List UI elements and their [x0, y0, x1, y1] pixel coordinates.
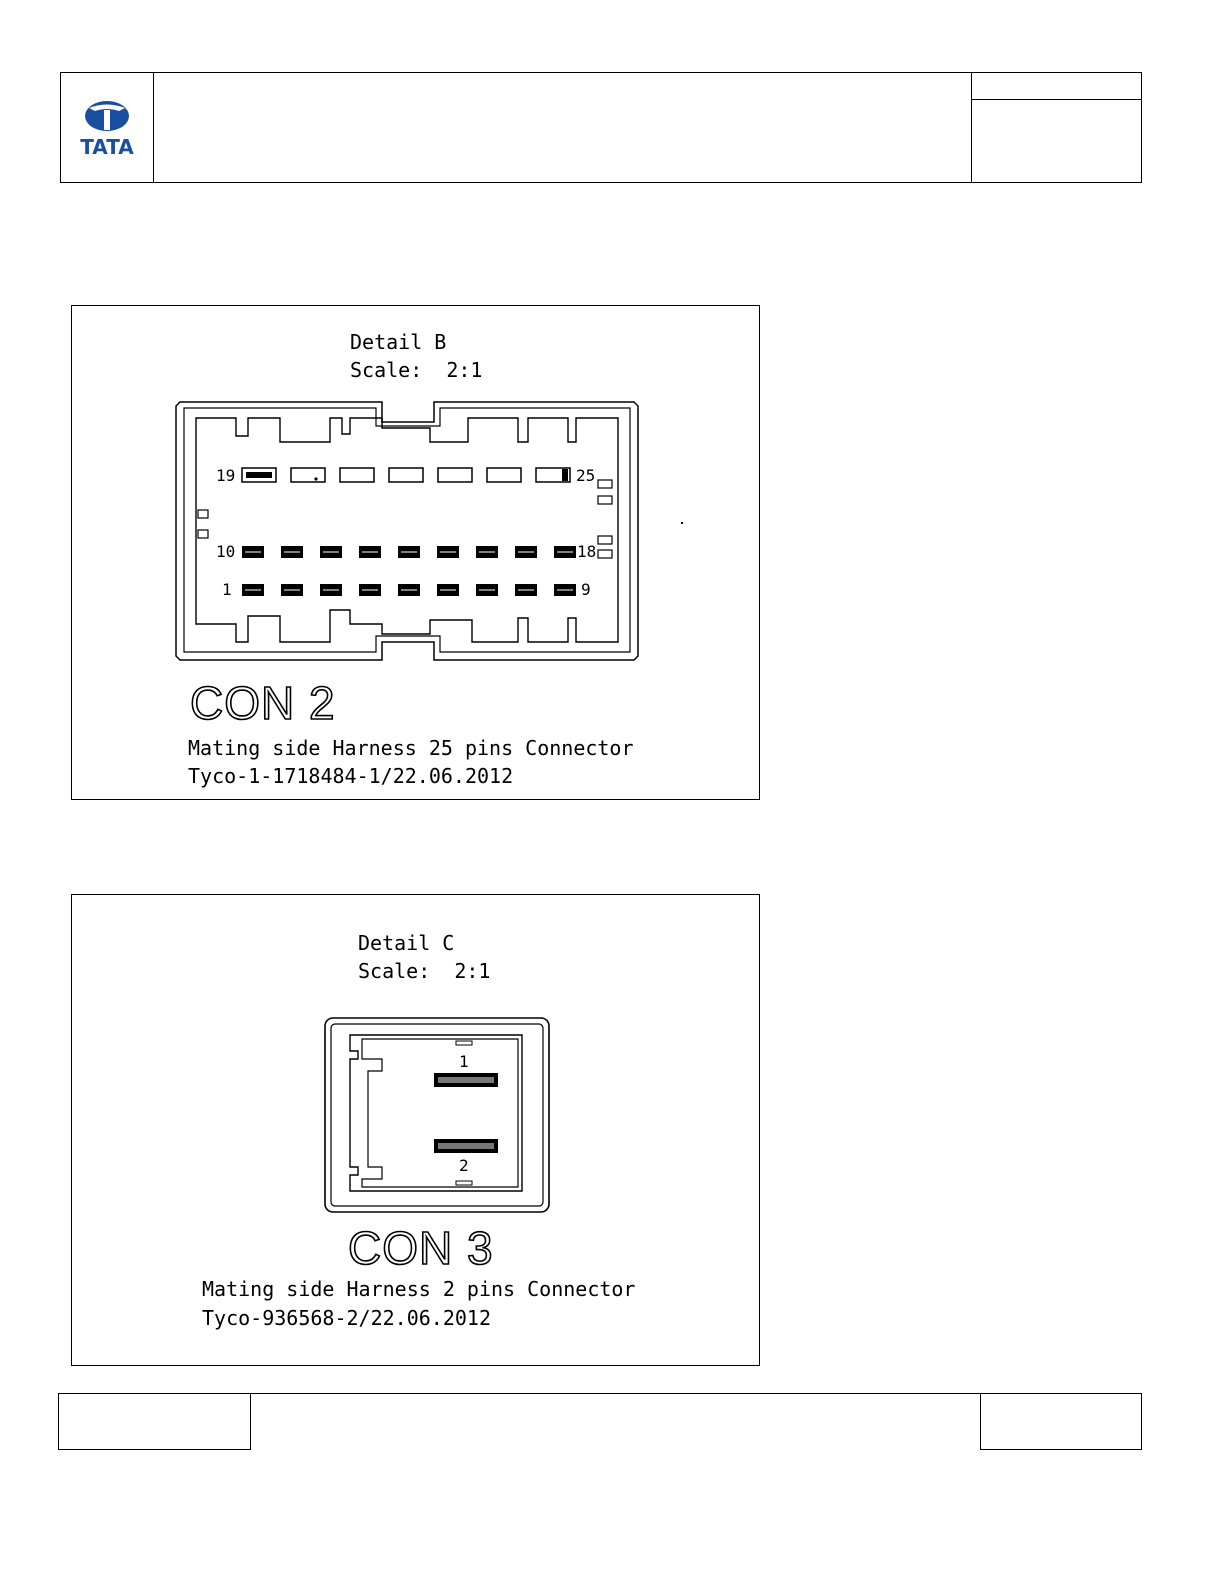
footer-right-cell	[980, 1393, 1142, 1450]
stray-dot	[681, 522, 683, 524]
logo-text: TATA	[80, 135, 134, 159]
detail-b-panel: Detail B Scale: 2:1	[71, 305, 760, 800]
pin-label-19: 19	[216, 466, 235, 485]
pin-label-9: 9	[581, 580, 591, 599]
con3-label: CON 3	[347, 1222, 494, 1274]
pin-label-25: 25	[576, 466, 595, 485]
detail-c-panel: Detail C Scale: 2:1 1 2 CON 3 Mating sid…	[71, 894, 760, 1366]
con2-connector-drawing: 19 25 10 18 1 9	[175, 401, 639, 661]
con3-pin-label-1: 1	[459, 1052, 469, 1071]
con2-label: CON 2	[189, 677, 336, 729]
detail-c-title: Detail C	[358, 931, 455, 955]
detail-b-title: Detail B	[350, 330, 447, 354]
header-right-divider	[972, 99, 1141, 100]
document-header: TATA	[60, 72, 1142, 183]
detail-c-part-number: Tyco-936568-2/22.06.2012	[202, 1306, 491, 1330]
con3-connector-drawing: 1 2	[324, 1017, 550, 1213]
pin-label-1: 1	[222, 580, 232, 599]
footer-middle-line	[250, 1393, 981, 1394]
detail-b-description: Mating side Harness 25 pins Connector	[188, 736, 634, 760]
pin-label-10: 10	[216, 542, 235, 561]
pin-label-18: 18	[577, 542, 596, 561]
detail-c-description: Mating side Harness 2 pins Connector	[202, 1277, 636, 1301]
con3-pin-label-2: 2	[459, 1156, 469, 1175]
detail-b-scale: Scale: 2:1	[350, 358, 483, 382]
header-right-cell	[971, 73, 1141, 182]
detail-b-part-number: Tyco-1-1718484-1/22.06.2012	[188, 764, 514, 788]
tata-logo-icon	[85, 101, 129, 131]
detail-c-scale: Scale: 2:1	[358, 959, 491, 983]
footer-left-cell	[58, 1393, 251, 1450]
logo-cell: TATA	[61, 73, 154, 182]
